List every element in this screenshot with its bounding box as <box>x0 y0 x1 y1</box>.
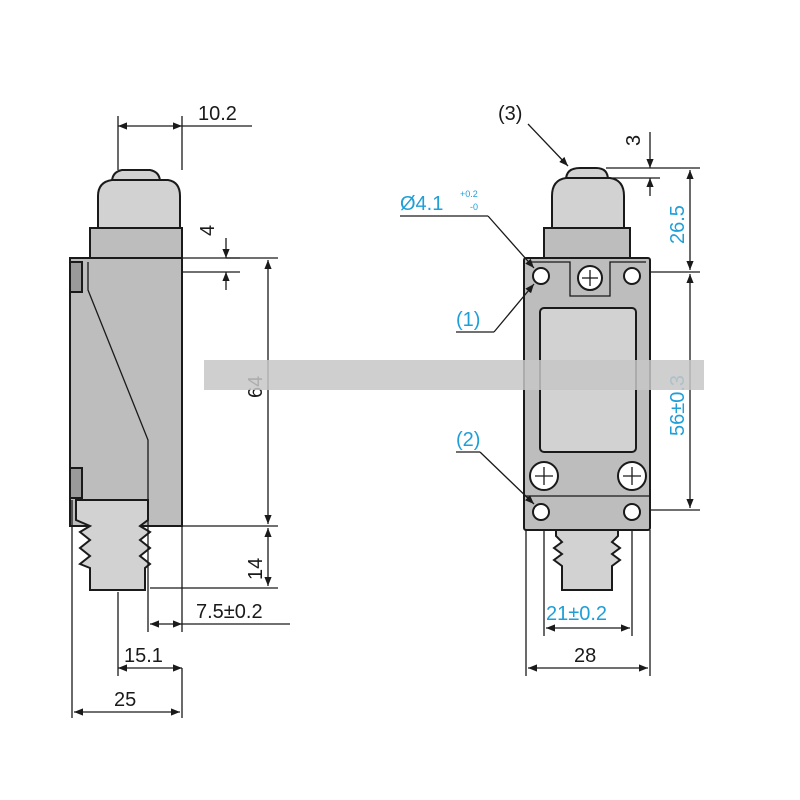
front-plunger-cap <box>551 177 625 229</box>
hole-tol-plus: +0.2 <box>460 189 478 199</box>
dim-plunger-height: 26.5 <box>667 205 689 244</box>
hole-bottom-right <box>623 503 641 521</box>
hole-top-left <box>532 267 550 285</box>
hole-top-right <box>623 267 641 285</box>
callout-2: (2) <box>456 429 480 451</box>
dim-body-width: 28 <box>574 645 596 667</box>
side-body <box>69 257 183 527</box>
dim-hole-spacing-v: 56±0.3 <box>667 375 689 436</box>
hole-diameter: Ø4.1 <box>400 193 443 215</box>
front-view: (3) 3 26.5 56±0.3 Ø4.1 +0.2 -0 (1) (2) <box>400 103 700 676</box>
front-boot <box>552 529 622 591</box>
front-top-frame <box>530 261 646 297</box>
front-plunger-collar <box>543 227 631 259</box>
side-body-left-tab-top <box>69 261 83 293</box>
dim-total-width: 25 <box>114 689 136 711</box>
hole-tol-minus: -0 <box>470 202 478 212</box>
dim-top-width: 10.2 <box>198 103 237 125</box>
screw-bottom-right <box>617 461 647 491</box>
dim-boot-height: 14 <box>245 558 267 580</box>
dim-plunger-top: 3 <box>623 135 645 146</box>
dim-boot-offset: 7.5±0.2 <box>196 601 263 623</box>
dim-boot-width: 15.1 <box>124 645 163 667</box>
hole-bottom-left <box>532 503 550 521</box>
overlay-band <box>204 360 704 390</box>
screw-top <box>577 265 603 291</box>
dim-plunger-offset: 4 <box>197 225 219 236</box>
side-plunger-collar <box>89 227 183 259</box>
side-plunger-cap <box>97 179 181 229</box>
side-view: 10.2 4 64 14 7.5±0.2 15.1 25 <box>69 103 290 718</box>
callout-1: (1) <box>456 309 480 331</box>
screw-bottom-left <box>529 461 559 491</box>
callout-3: (3) <box>498 103 522 125</box>
side-body-bevel <box>87 262 149 526</box>
dim-hole-spacing-h: 21±0.2 <box>546 603 607 625</box>
side-body-left-tab-bottom <box>69 467 83 499</box>
side-boot <box>75 499 152 591</box>
